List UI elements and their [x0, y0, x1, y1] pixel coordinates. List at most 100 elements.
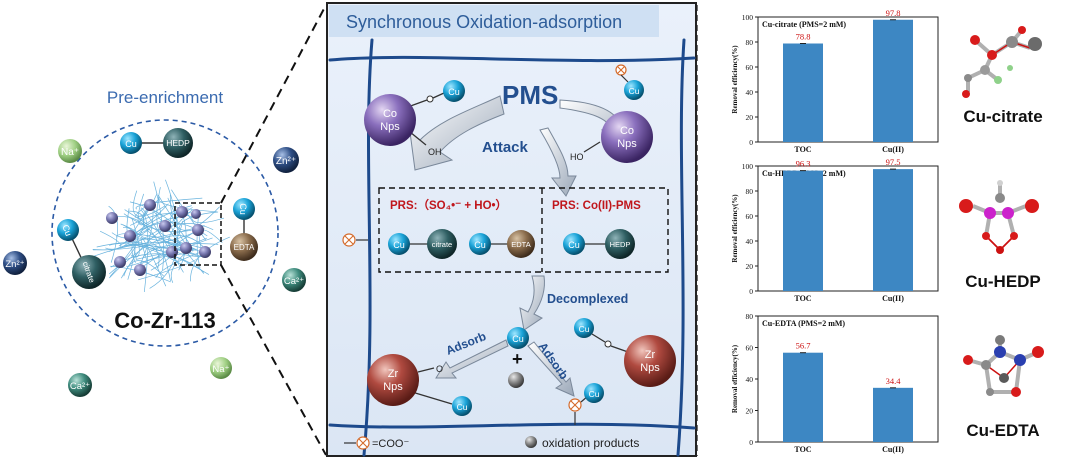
svg-text:Cu: Cu — [568, 240, 580, 250]
ion-zn-left: Zn²⁺ — [3, 251, 27, 275]
svg-text:citrate: citrate — [432, 240, 452, 249]
y-tick-label: 40 — [746, 375, 754, 384]
prs-box — [378, 187, 669, 273]
y-axis-label: Removal efficiency(%) — [731, 45, 739, 114]
svg-text:Cu: Cu — [448, 87, 460, 97]
svg-text:Nps: Nps — [383, 381, 403, 393]
zr-nanoparticle-right: Cu Zr Nps — [574, 318, 676, 387]
y-tick-label: 100 — [742, 13, 754, 22]
co-nanoparticle-left: Cu OH Co Nps — [364, 80, 465, 157]
y-tick-label: 80 — [746, 312, 754, 321]
svg-text:EDTA: EDTA — [234, 243, 255, 252]
released-cu — [507, 327, 529, 349]
svg-text:Cu: Cu — [589, 389, 600, 399]
svg-text:Nps: Nps — [640, 362, 660, 374]
y-tick-label: 0 — [749, 438, 753, 447]
svg-text:Nps: Nps — [380, 121, 400, 133]
bar — [873, 169, 913, 291]
svg-text:HO: HO — [570, 152, 584, 162]
fiber-strands — [328, 38, 696, 457]
ion-ca-bottom: Ca²⁺ — [68, 373, 92, 397]
oxidation-adsorption-panel: Synchronous Oxidation-adsorption PMS Att… — [326, 2, 697, 457]
zoom-line-bottom — [220, 264, 327, 456]
y-tick-label: 20 — [746, 113, 754, 122]
y-tick-label: 80 — [746, 187, 754, 196]
middle-panel-title: Synchronous Oxidation-adsorption — [346, 12, 622, 32]
ion-zn-right: Zn²⁺ — [273, 147, 299, 173]
svg-text:Cu: Cu — [238, 203, 248, 215]
legend-oxidation-products: oxidation products — [525, 436, 639, 450]
value-label: 56.7 — [796, 341, 811, 351]
bar — [873, 387, 913, 442]
cu-edta-in-box: Cu EDTA — [469, 230, 535, 258]
zoom-line-top — [220, 4, 327, 204]
svg-text:Ca²⁺: Ca²⁺ — [284, 276, 304, 287]
material-label: Co-Zr-113 — [114, 308, 215, 333]
ion-na-bottom: Na⁺ — [210, 357, 232, 379]
svg-text:Ca²⁺: Ca²⁺ — [70, 381, 90, 392]
svg-text:Zn²⁺: Zn²⁺ — [5, 259, 24, 270]
embedded-nanoparticles — [106, 199, 211, 276]
y-tick-label: 80 — [746, 38, 754, 47]
oxidation-product-sphere — [508, 372, 524, 388]
svg-text:HEDP: HEDP — [610, 240, 631, 249]
svg-text:Zr: Zr — [645, 349, 656, 361]
cu-edta-complex: Cu EDTA — [230, 198, 258, 261]
decomplexed-label: Decomplexed — [547, 292, 628, 306]
svg-text:Na⁺: Na⁺ — [212, 364, 229, 375]
y-tick-label: 0 — [749, 287, 753, 296]
zr-nanoparticle-left: O Cu Zr Nps — [367, 354, 472, 416]
svg-text:Cu: Cu — [60, 223, 73, 237]
svg-text:Zn²⁺: Zn²⁺ — [276, 156, 296, 167]
value-label: 78.8 — [796, 32, 811, 42]
chart-title: Cu-EDTA (PMS=2 mM) — [762, 319, 845, 328]
bar — [783, 352, 823, 442]
svg-text:Cu: Cu — [512, 334, 524, 344]
pms-label: PMS — [502, 80, 558, 110]
pre-enrichment-title: Pre-enrichment — [107, 88, 223, 107]
adsorb-arrow-left — [435, 339, 509, 379]
molecule-label-cu-hedp: Cu-HEDP — [965, 272, 1041, 291]
y-tick-label: 60 — [746, 63, 754, 72]
molecule-cu-hedp — [959, 180, 1039, 254]
prs-radical-label: PRS:（SO₄•⁻ + HO•） — [390, 198, 507, 212]
y-tick-label: 20 — [746, 262, 754, 271]
y-tick-label: 60 — [746, 344, 754, 353]
cu-hedp-in-box: Cu HEDP — [563, 229, 635, 259]
y-tick-label: 20 — [746, 407, 754, 416]
x-tick-label: TOC — [794, 145, 811, 154]
svg-text:Cu: Cu — [457, 402, 468, 412]
decomplexed-arrow — [519, 275, 545, 331]
svg-text:Na⁺: Na⁺ — [61, 147, 79, 158]
value-label: 34.4 — [886, 376, 902, 386]
molecule-cu-edta — [963, 335, 1044, 397]
svg-text:Zr: Zr — [388, 368, 399, 380]
co-nps-label: Co — [383, 108, 397, 120]
attack-arrow-left — [409, 95, 505, 171]
adsorbent-dashed-circle — [51, 119, 279, 347]
cu-hedp-complex: Cu HEDP — [120, 128, 193, 158]
svg-text:Cu: Cu — [125, 139, 137, 149]
y-tick-label: 0 — [749, 138, 753, 147]
x-tick-label: TOC — [794, 294, 811, 303]
bar — [873, 19, 913, 142]
bar — [783, 43, 823, 142]
value-label: 96.3 — [796, 159, 811, 169]
cu-citrate-in-box: Cu citrate — [388, 229, 457, 259]
middle-title-band — [329, 5, 659, 37]
y-axis-label: Removal efficiency(%) — [731, 344, 739, 413]
svg-text:HEDP: HEDP — [166, 138, 190, 148]
co-nanoparticle-right: HO Co Nps — [570, 111, 653, 163]
x-tick-label: Cu(II) — [882, 145, 904, 154]
carboxylate-left-strand — [342, 233, 368, 247]
ion-ca-right: Ca²⁺ — [282, 268, 306, 292]
y-tick-label: 60 — [746, 212, 754, 221]
prs-co-pms-label: PRS: Co(II)-PMS — [552, 200, 641, 212]
y-tick-label: 100 — [742, 162, 754, 171]
legend-carboxylate: =COO⁻ — [344, 436, 409, 450]
carboxylate-bottom-strand: Cu — [568, 383, 604, 425]
attack-label: Attack — [482, 139, 529, 156]
x-tick-label: Cu(II) — [882, 445, 904, 454]
